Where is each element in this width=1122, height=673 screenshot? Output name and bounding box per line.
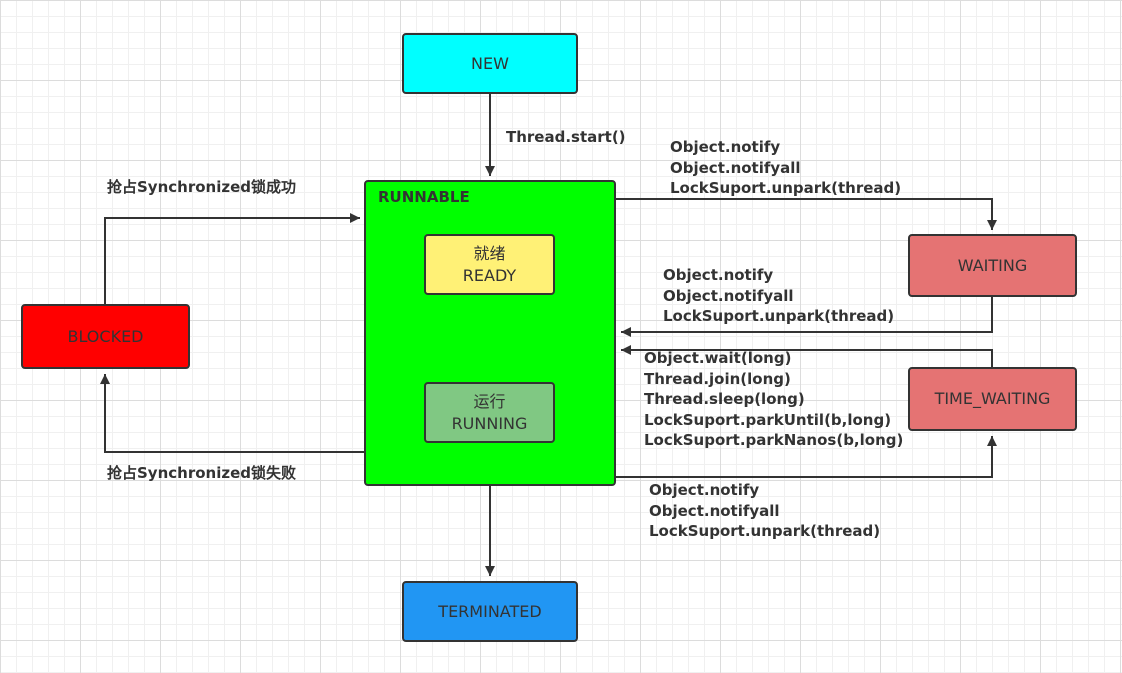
node-terminated: TERMINATED [402, 581, 578, 642]
to-time-waiting-line-3: LockSuport.unpark(thread) [649, 522, 881, 540]
edge-runnable-to-time-waiting [616, 436, 997, 478]
node-waiting-label: WAITING [957, 255, 1028, 275]
from-waiting-line-1: Object.notify [663, 266, 774, 284]
node-waiting: WAITING [908, 234, 1077, 297]
node-time-waiting: TIME_WAITING [908, 367, 1077, 431]
from-time-waiting-line-3: Thread.sleep(long) [644, 390, 805, 408]
edge-label-to-waiting: Object.notify Object.notifyall LockSupor… [670, 137, 901, 199]
edge-label-from-waiting: Object.notify Object.notifyall LockSupor… [663, 265, 894, 327]
edge-label-lock-failed: 抢占Synchronized锁失败 [107, 464, 296, 482]
edge-time-waiting-to-runnable [621, 345, 993, 367]
node-ready: 就绪 READY [424, 234, 555, 295]
node-running-label: RUNNING [451, 413, 528, 433]
node-running-label-cn: 运行 [473, 391, 506, 411]
node-runnable-label: RUNNABLE [378, 188, 470, 206]
node-ready-label-cn: 就绪 [473, 243, 506, 263]
to-waiting-line-3: LockSuport.unpark(thread) [670, 179, 902, 197]
edge-blocked-to-runnable [104, 213, 360, 304]
edge-label-to-time-waiting: Object.notify Object.notifyall LockSupor… [649, 480, 880, 542]
edge-label-from-time-waiting: Object.wait(long) Thread.join(long) Thre… [644, 348, 903, 451]
to-time-waiting-line-2: Object.notifyall [649, 501, 780, 520]
from-time-waiting-line-5: LockSuport.parkNanos(b,long) [644, 431, 904, 449]
to-waiting-line-2: Object.notifyall [670, 158, 801, 177]
to-time-waiting-line-1: Object.notify [649, 481, 760, 499]
node-ready-label: READY [462, 265, 517, 285]
node-running: 运行 RUNNING [424, 382, 555, 443]
edge-runnable-to-blocked [100, 374, 364, 453]
node-blocked: BLOCKED [21, 304, 190, 369]
node-time-waiting-label: TIME_WAITING [934, 389, 1051, 408]
to-waiting-line-1: Object.notify [670, 138, 781, 156]
from-time-waiting-line-1: Object.wait(long) [644, 349, 792, 367]
from-time-waiting-line-2: Thread.join(long) [644, 369, 791, 388]
from-time-waiting-line-4: LockSuport.parkUntil(b,long) [644, 410, 892, 429]
from-waiting-line-2: Object.notifyall [663, 286, 794, 305]
edge-label-thread-start: Thread.start() [506, 128, 626, 146]
node-new-label: NEW [471, 53, 509, 73]
from-waiting-line-3: LockSuport.unpark(thread) [663, 307, 895, 325]
edge-waiting-to-runnable [621, 297, 993, 337]
node-terminated-label: TERMINATED [438, 601, 542, 621]
edge-runnable-to-waiting [616, 198, 997, 230]
node-new: NEW [402, 33, 578, 94]
node-blocked-label: BLOCKED [67, 326, 144, 346]
edge-label-acquire-lock: 抢占Synchronized锁成功 [107, 178, 296, 196]
